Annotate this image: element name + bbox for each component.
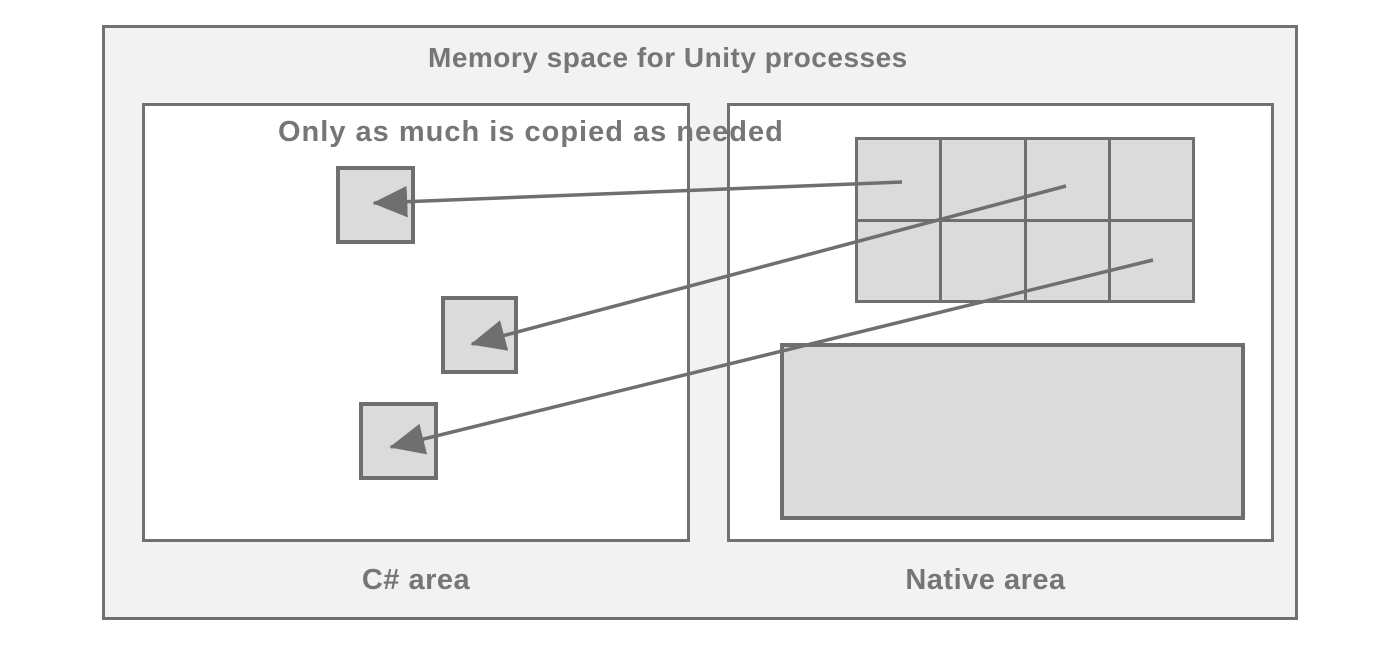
native-grid-cell	[1110, 221, 1192, 300]
native-grid-cell	[942, 140, 1024, 219]
native-large-block	[780, 343, 1245, 520]
copy-caption: Only as much is copied as needed	[278, 116, 784, 148]
native-grid-cell	[942, 221, 1024, 300]
native-grid-cell	[858, 221, 940, 300]
native-grid	[855, 137, 1195, 303]
native-grid-cell	[1026, 221, 1108, 300]
native-grid-cell	[1026, 140, 1108, 219]
native-area-label: Native area	[905, 564, 1066, 596]
diagram-title: Memory space for Unity processes	[428, 42, 908, 73]
csharp-block	[359, 402, 438, 480]
native-grid-cell	[858, 140, 940, 219]
csharp-block	[441, 296, 518, 374]
native-grid-cell	[1110, 140, 1192, 219]
csharp-block	[336, 166, 415, 244]
csharp-area-label: C# area	[361, 564, 471, 596]
